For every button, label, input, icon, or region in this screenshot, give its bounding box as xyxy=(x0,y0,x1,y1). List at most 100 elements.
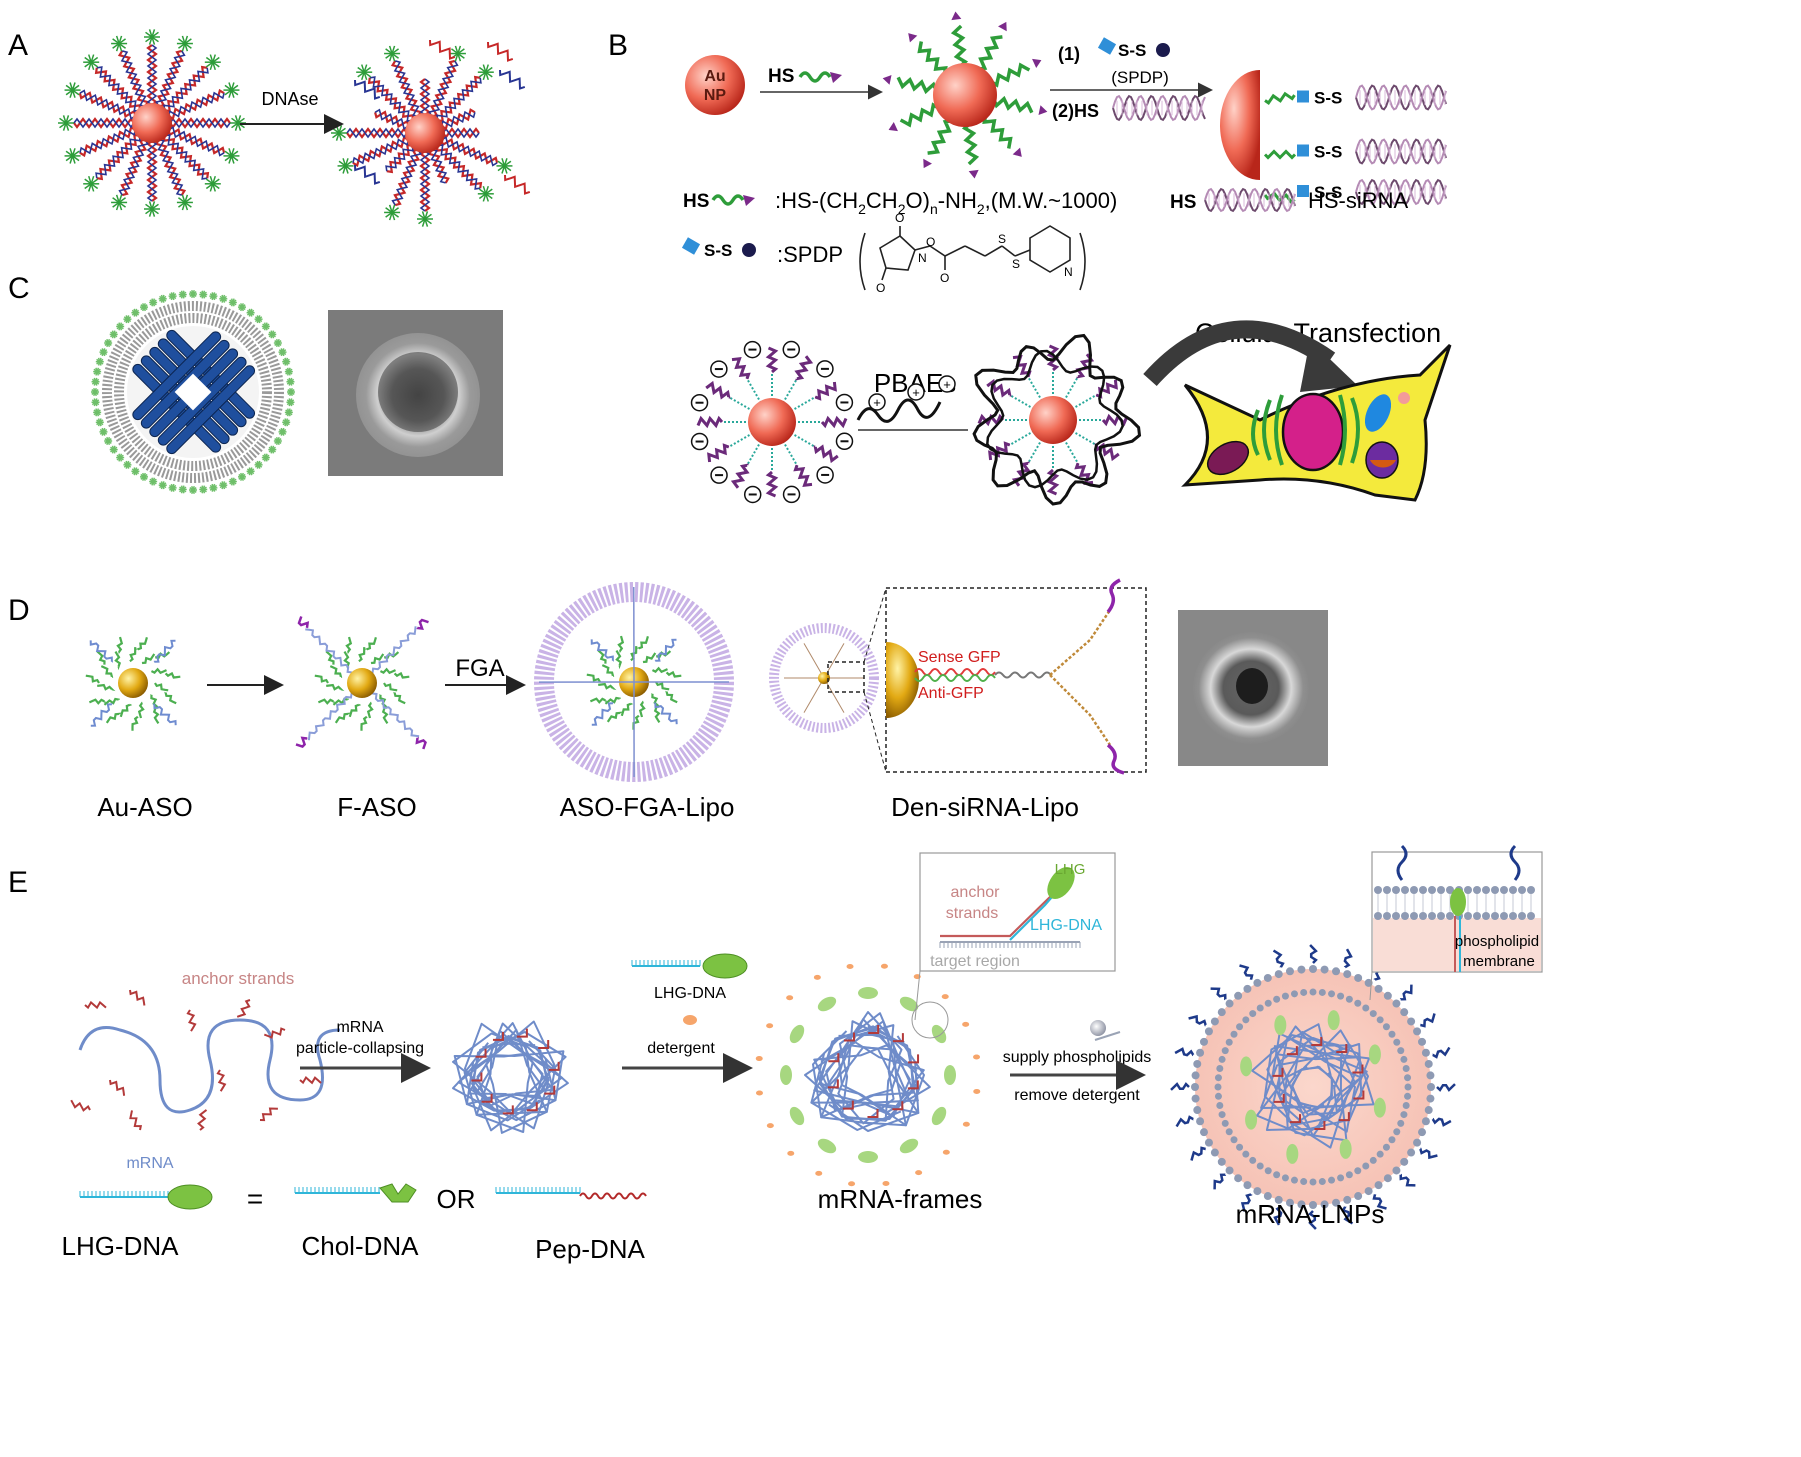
panel-a: A DNAse xyxy=(8,29,531,227)
anti-gfp-strand xyxy=(914,674,996,682)
membrane-bilayer xyxy=(1374,844,1535,972)
branch-down xyxy=(1049,674,1112,746)
pbae-polymer-icon: + + + xyxy=(856,375,956,423)
spherical-nucleic-acid-intact xyxy=(58,29,246,217)
frames-zoom-circle xyxy=(911,1001,949,1039)
transfection-arrowhead xyxy=(1300,340,1358,392)
label-f-aso: F-ASO xyxy=(337,792,416,822)
anti-gfp-label: Anti-GFP xyxy=(918,685,984,702)
zoom-inset xyxy=(885,587,1147,773)
legend-spdp-maleimide-icon xyxy=(681,237,701,255)
pyridyl-icon xyxy=(1156,43,1170,57)
peg-linker-icon xyxy=(798,71,832,83)
mrna-frames-label: mRNA-frames xyxy=(818,1184,983,1214)
inset-gold-core xyxy=(886,642,919,718)
legend-peg-icon xyxy=(711,194,745,206)
legend-spdp-ss: S-S xyxy=(704,241,732,260)
membrane-label-2: membrane xyxy=(1463,953,1535,970)
lhg-dna-label: LHG-DNA xyxy=(61,1231,179,1261)
step-2: (2)HS xyxy=(1052,101,1099,121)
legend-sirna-icon xyxy=(1204,187,1296,213)
cell-illustration xyxy=(1181,343,1452,502)
svg-text:+: + xyxy=(873,395,881,410)
dna-origami-liposome xyxy=(91,289,295,495)
negatively-charged-sirna-nanoparticle xyxy=(690,340,854,504)
inset-lhg-label: LHG xyxy=(1055,861,1086,878)
svg-text:S-S: S-S xyxy=(1314,89,1342,108)
pbae-coated-nanoparticle xyxy=(972,333,1142,506)
branch-down-tail xyxy=(1106,743,1125,775)
hs-label: HS xyxy=(768,66,794,87)
anchor-strands-label: anchor strands xyxy=(182,969,294,988)
panel-b-letter: B xyxy=(608,29,628,62)
mrna-frames-particle xyxy=(755,963,981,1187)
legend-amine-icon xyxy=(743,195,755,206)
tem-core-d xyxy=(1236,668,1268,704)
label-aso-fga-lipo: ASO-FGA-Lipo xyxy=(560,792,735,822)
equals-sign: = xyxy=(247,1183,263,1214)
pegylated-nanoparticle xyxy=(882,11,1048,179)
inset-lhg-icon xyxy=(1047,866,1075,900)
chol-dna-label: Chol-DNA xyxy=(301,1231,419,1261)
spdp-s1: S xyxy=(998,232,1006,246)
gold-nanoparticle xyxy=(685,55,745,115)
tem-core-c xyxy=(378,352,458,432)
frames-inset xyxy=(919,852,1116,972)
remove-label: remove detergent xyxy=(1014,1087,1140,1104)
panel-e: E anchor strands mRNA particle-collapsin… xyxy=(8,844,1543,1264)
spdp-structure xyxy=(859,225,1086,291)
membrane-label-1: phospholipid xyxy=(1455,933,1539,950)
svg-text:+: + xyxy=(912,385,920,400)
spdp-o2: O xyxy=(876,281,885,295)
sense-gfp-label: Sense GFP xyxy=(918,649,1001,666)
zoom-line-1 xyxy=(863,587,887,663)
spdp-n: N xyxy=(918,251,927,265)
svg-text:S-S: S-S xyxy=(1314,183,1342,202)
lhg-dna-legend-icon xyxy=(79,1184,213,1210)
spdp-o1: O xyxy=(895,211,904,225)
den-sirna-liposome xyxy=(769,623,879,733)
step-ss: S-S xyxy=(1118,41,1146,60)
label-den-sirna-lipo: Den-siRNA-Lipo xyxy=(891,792,1079,822)
spdp-maleimide-icon xyxy=(1097,37,1117,55)
lhg-dna-top-label: LHG-DNA xyxy=(654,985,726,1002)
mrna-label: mRNA xyxy=(126,1155,173,1172)
collapse-label-1: mRNA xyxy=(336,1019,383,1036)
sirna-helix-icon xyxy=(1112,94,1206,122)
free-mrna-with-anchors xyxy=(70,989,341,1131)
spdp-o4: O xyxy=(940,271,949,285)
phospholipid-icon xyxy=(1090,1020,1106,1036)
lhg-dna-icon-top xyxy=(631,953,748,979)
inset-target-label: target region xyxy=(930,953,1020,970)
dnase-label: DNAse xyxy=(261,89,318,109)
amine-end-icon xyxy=(830,72,842,83)
branch-up xyxy=(1049,609,1112,676)
mrna-lnps-label: mRNA-LNPs xyxy=(1236,1199,1385,1229)
panel-b: B Au NP HS (1) S-S (SPDP) (2)HS S-SS-SS-… xyxy=(608,11,1452,506)
panel-c: C xyxy=(8,272,503,495)
zoom-line-2 xyxy=(863,691,887,773)
panel-d: D FGA Sense GFP Anti-GFP Au-ASO F-ASO AS… xyxy=(8,578,1328,822)
collapsed-mrna-particle xyxy=(452,1020,569,1134)
sirna-conjugated-nanoparticle: S-SS-SS-S xyxy=(1220,70,1447,206)
step-1: (1) xyxy=(1058,44,1080,64)
frames-inset-line xyxy=(914,970,921,1021)
linker-strand xyxy=(994,671,1052,679)
spdp-s2: S xyxy=(1012,257,1020,271)
np-label-np: NP xyxy=(704,87,727,104)
spherical-nucleic-acid-digested xyxy=(331,39,531,227)
zoom-box-small xyxy=(827,661,865,693)
chol-dna-icon xyxy=(294,1183,417,1203)
spdp-o3: O xyxy=(926,235,935,249)
label-au-aso: Au-ASO xyxy=(97,792,192,822)
spdp-paren: (SPDP) xyxy=(1111,68,1169,87)
au-aso-particle xyxy=(85,636,181,731)
legend-peg-formula: :HS-(CH2CH2O)n-NH2,(M.W.~1000) xyxy=(775,188,1117,217)
panel-c-letter: C xyxy=(8,272,30,305)
supply-label: supply phospholipids xyxy=(1003,1049,1152,1066)
inset-anchor-label-2: strands xyxy=(946,905,998,922)
legend-spdp: :SPDP xyxy=(777,242,843,267)
f-aso-particle xyxy=(295,616,429,750)
fga-label: FGA xyxy=(455,655,504,682)
